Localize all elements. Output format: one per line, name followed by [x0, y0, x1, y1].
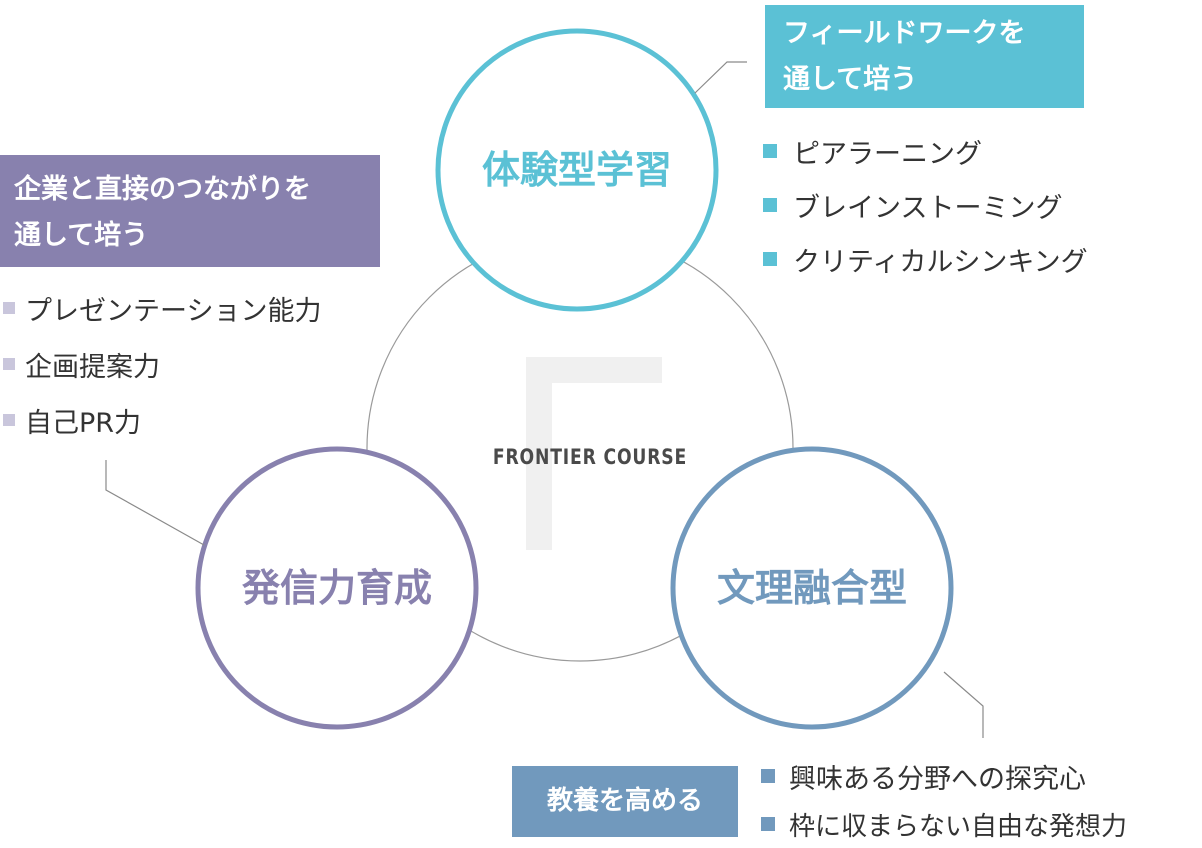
circle-left-label: 発信力育成 [241, 566, 432, 610]
square-bullet-icon [761, 817, 775, 831]
top-right-heading-line-1: フィールドワークを [783, 18, 1026, 49]
circle-top-label: 体験型学習 [481, 148, 672, 192]
connector-left [105, 460, 205, 546]
connector-top-right [694, 61, 747, 94]
left-heading-line-2: 通して培う [14, 220, 149, 251]
list-item: クリティカルシンキング [763, 232, 1088, 286]
list-item-label: クリティカルシンキング [793, 246, 1088, 278]
square-bullet-icon [763, 252, 777, 266]
top-right-heading: フィールドワークを 通して培う [765, 5, 1084, 108]
square-bullet-icon [763, 144, 777, 158]
connector-right [943, 671, 984, 738]
square-bullet-icon [3, 302, 15, 314]
list-item: 興味ある分野への探究心 [761, 752, 1199, 800]
circle-right-label: 文理融合型 [716, 566, 907, 610]
list-item-label: ピアラーニング [793, 138, 982, 170]
list-item: ピアラーニング [763, 124, 1088, 178]
list-item-label: 企画提案力 [25, 351, 160, 383]
left-heading: 企業と直接のつながりを 通して培う [0, 155, 380, 267]
list-item: 枠に収まらない自由な発想力 [761, 800, 1199, 848]
list-item-label: 興味ある分野への探究心 [789, 763, 1086, 795]
bottom-right-heading: 教養を高める [512, 766, 738, 837]
top-right-list: ピアラーニング ブレインストーミング クリティカルシンキング [763, 124, 1088, 286]
square-bullet-icon [761, 769, 775, 783]
list-item: 自己PR力 [3, 392, 321, 448]
watermark-f-stem [526, 357, 552, 550]
circle-top [435, 28, 719, 312]
list-item-label: 自己PR力 [25, 407, 142, 439]
list-item-label: ブレインストーミング [793, 192, 1063, 224]
watermark-f-top-bar [526, 357, 662, 383]
list-item: プレゼンテーション能力 [3, 280, 321, 336]
square-bullet-icon [3, 414, 15, 426]
square-bullet-icon [3, 358, 15, 370]
list-item-label: 枠に収まらない自由な発想力 [789, 811, 1128, 842]
top-right-heading-line-2: 通して培う [783, 64, 918, 95]
center-label: FRONTIER COURSE [492, 445, 688, 469]
circle-right [670, 446, 954, 730]
list-item: 企画提案力 [3, 336, 321, 392]
list-item-label: プレゼンテーション能力 [25, 295, 322, 327]
left-list: プレゼンテーション能力 企画提案力 自己PR力 [3, 280, 321, 448]
list-item: ブレインストーミング [763, 178, 1088, 232]
circle-left [195, 446, 479, 730]
square-bullet-icon [763, 198, 777, 212]
bottom-right-list: 興味ある分野への探究心 枠に収まらない自由な発想力 [761, 752, 1199, 848]
left-heading-line-1: 企業と直接のつながりを [14, 174, 311, 205]
